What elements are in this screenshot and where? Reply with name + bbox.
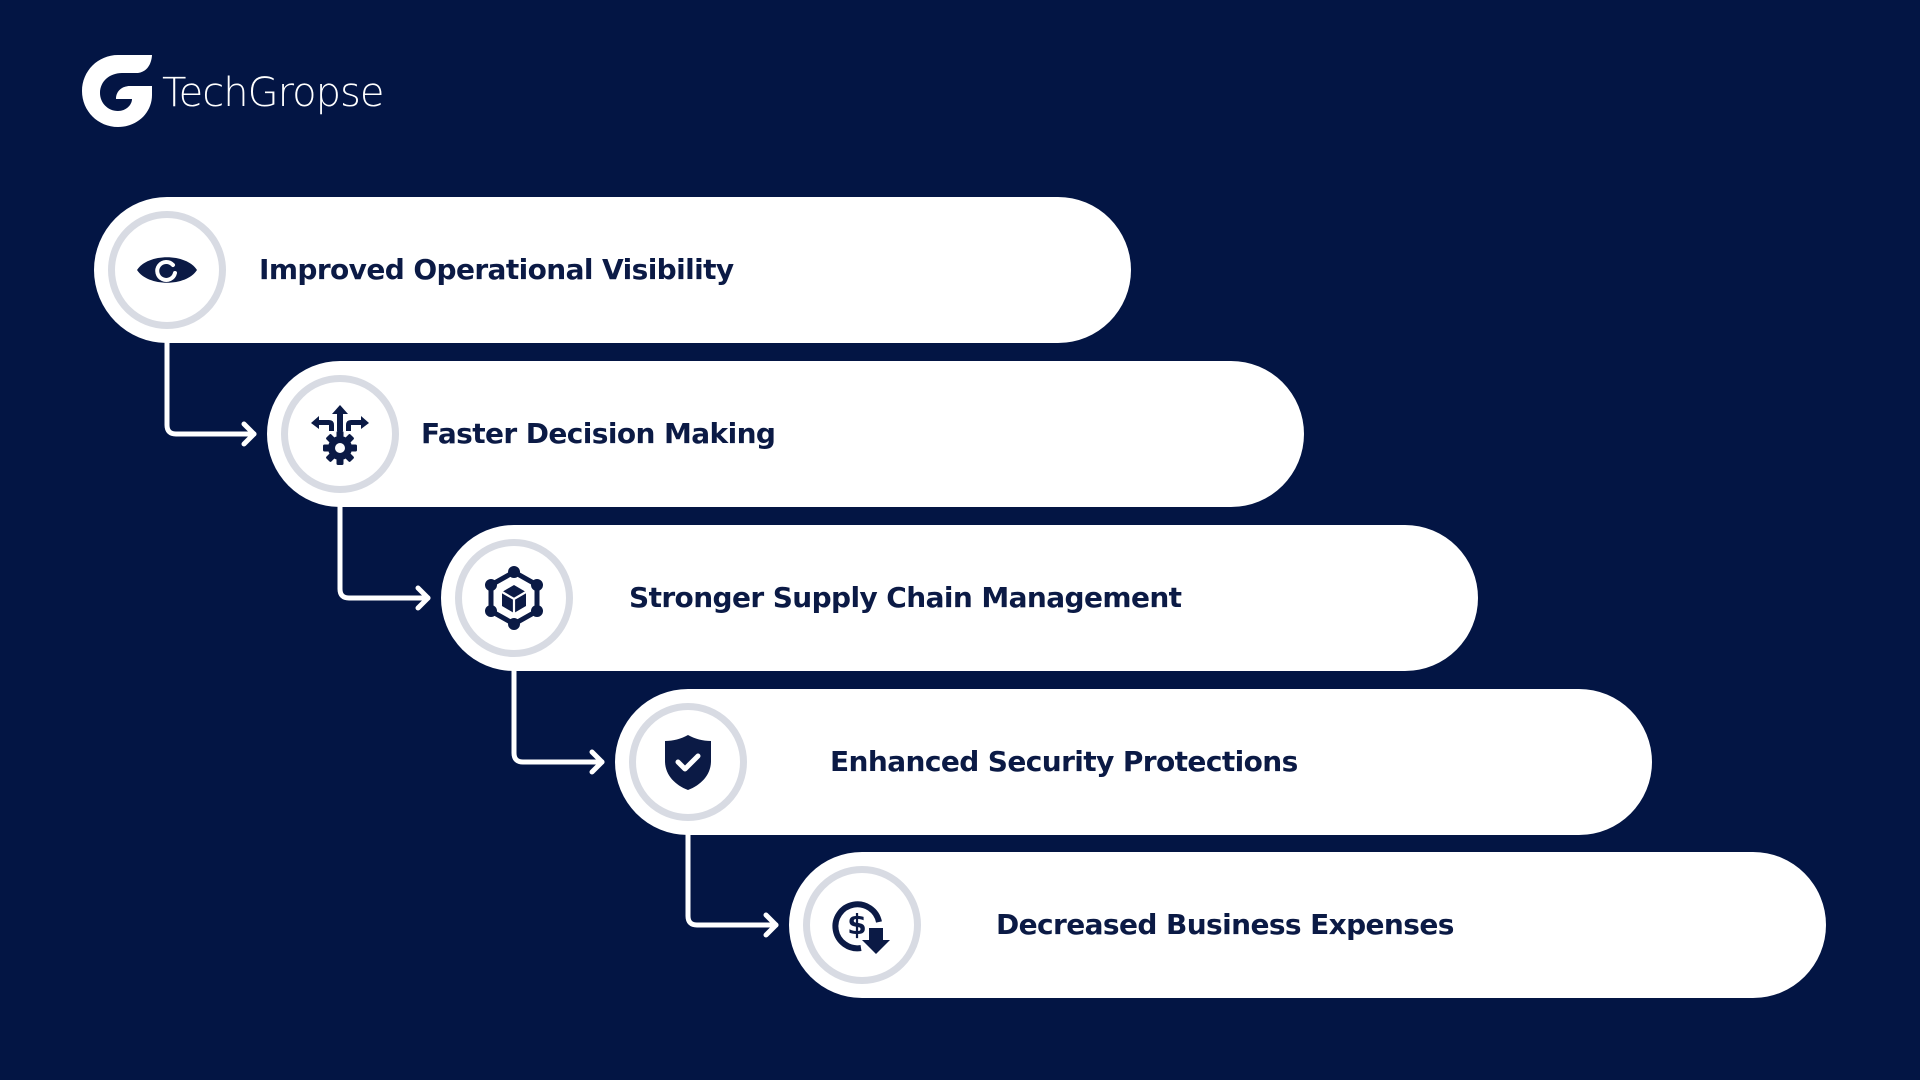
step-label: Faster Decision Making xyxy=(421,417,776,450)
brand-name: TechGropse xyxy=(162,70,384,116)
dollar-down-icon: $ xyxy=(832,901,890,954)
icon-ring: $ xyxy=(803,866,921,984)
connector-arrow-3 xyxy=(511,668,605,765)
step-label: Stronger Supply Chain Management xyxy=(629,581,1182,614)
step-label: Enhanced Security Protections xyxy=(830,745,1298,778)
gear-arrows-icon xyxy=(311,405,369,465)
g-logo-icon xyxy=(82,55,152,127)
step-card-3: Stronger Supply Chain Management xyxy=(441,525,1478,671)
shield-check-icon xyxy=(665,735,711,790)
network-cube-icon xyxy=(485,566,543,630)
icon-ring xyxy=(281,375,399,493)
connector-arrow-4 xyxy=(685,832,779,928)
icon-ring xyxy=(455,539,573,657)
step-label: Decreased Business Expenses xyxy=(996,908,1454,941)
connector-arrow-1 xyxy=(164,340,257,437)
step-card-4: Enhanced Security Protections xyxy=(615,689,1652,835)
connector-arrow-2 xyxy=(337,504,431,601)
icon-ring xyxy=(629,703,747,821)
brand-logo: TechGropse xyxy=(82,55,384,127)
step-card-5: $ Decreased Business Expenses xyxy=(789,852,1826,998)
eye-icon xyxy=(137,257,197,283)
step-card-1: Improved Operational Visibility xyxy=(94,197,1131,343)
svg-text:$: $ xyxy=(847,908,866,941)
step-label: Improved Operational Visibility xyxy=(259,253,734,286)
step-card-2: Faster Decision Making xyxy=(267,361,1304,507)
icon-ring xyxy=(108,211,226,329)
